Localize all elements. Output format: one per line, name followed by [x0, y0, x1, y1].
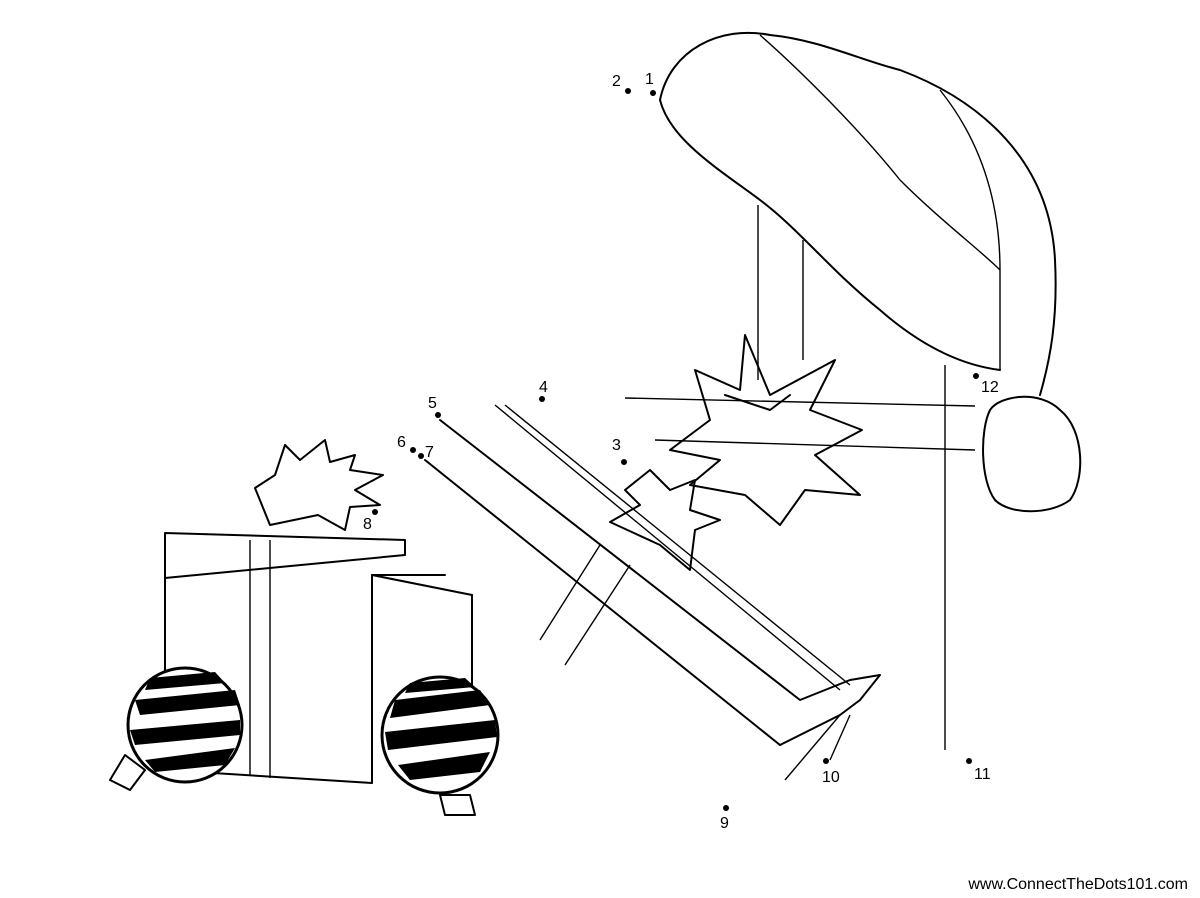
dot-label-9: 9 — [720, 815, 729, 832]
large-bow-drawing — [669, 334, 863, 526]
dot-4 — [539, 396, 545, 402]
site-credit: www.ConnectTheDots101.com — [968, 876, 1188, 893]
background-gift-drawing — [624, 205, 976, 750]
dot-2 — [625, 88, 631, 94]
striped-ornaments-drawing — [109, 666, 500, 816]
dot-10 — [823, 758, 829, 764]
dot-11 — [966, 758, 972, 764]
dot-6 — [410, 447, 416, 453]
dot-9 — [723, 805, 729, 811]
dot-7 — [418, 453, 424, 459]
dot-label-12: 12 — [981, 379, 999, 396]
dot-label-7: 7 — [425, 444, 434, 461]
santa-hat-drawing — [659, 31, 1082, 513]
dot-label-2: 2 — [612, 73, 621, 90]
dot-label-6: 6 — [397, 434, 406, 451]
dot-label-4: 4 — [539, 379, 548, 396]
dot-3 — [621, 459, 627, 465]
dot-8 — [372, 509, 378, 515]
dot-label-10: 10 — [822, 769, 840, 786]
dot-label-8: 8 — [363, 516, 372, 533]
dot-12 — [973, 373, 979, 379]
dot-label-5: 5 — [428, 395, 437, 412]
dot-1 — [650, 90, 656, 96]
dot-label-3: 3 — [612, 437, 621, 454]
dot-label-11: 11 — [974, 766, 991, 783]
dot-5 — [435, 412, 441, 418]
long-gift-box-drawing — [424, 404, 881, 781]
numbered-dots: 1 2 3 4 5 6 7 8 9 10 11 12 — [363, 71, 999, 832]
dot-label-1: 1 — [645, 71, 654, 88]
